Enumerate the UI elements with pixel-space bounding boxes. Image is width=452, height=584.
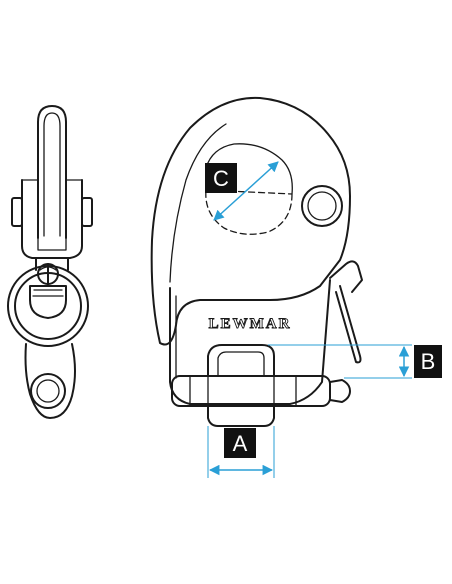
dimension-label-a: A — [233, 431, 248, 456]
dimension-label-c: C — [213, 166, 229, 191]
dimension-a: A — [207, 426, 275, 478]
dimension-label-b: B — [421, 349, 436, 374]
side-view — [7, 105, 93, 419]
cross-pin — [171, 375, 331, 407]
shackle-bail — [207, 344, 275, 377]
dimension-c: C — [205, 161, 279, 221]
dimension-label-a-box — [224, 428, 256, 458]
dimension-label-b-box — [414, 345, 442, 378]
brand-label: LEWMAR — [209, 316, 292, 332]
dimension-label-c-box — [205, 163, 237, 193]
dimension-b: B — [268, 344, 442, 379]
hook-outline — [150, 96, 351, 346]
front-view: LEWMAR — [150, 96, 363, 427]
